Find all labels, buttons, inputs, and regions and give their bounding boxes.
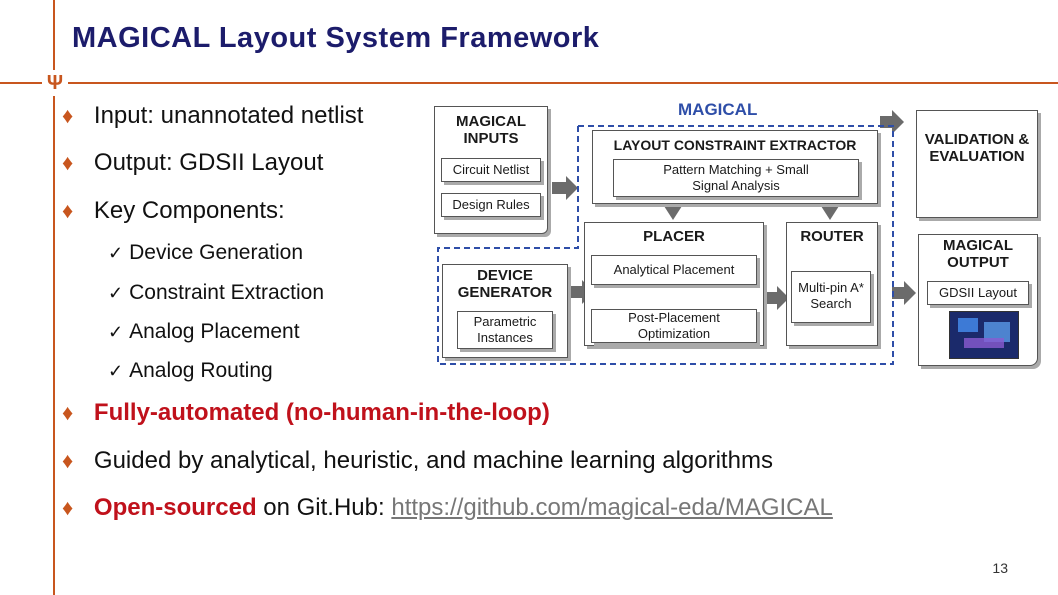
bullet-open-sourced: ♦ Open-sourced on Git.Hub: https://githu… (62, 494, 833, 522)
arrow-to-output (892, 281, 916, 305)
sub-bullet-text: Analog Placement (129, 320, 300, 343)
diamond-bullet-icon: ♦ (62, 198, 74, 223)
github-text: on Git.Hub: (256, 494, 392, 521)
sub-bullet-analog-placement: ✓Analog Placement (108, 320, 300, 344)
arrow-inputs-to-extractor (552, 176, 578, 200)
magical-label: MAGICAL (678, 100, 758, 119)
arrow-extractor-to-placer (664, 206, 682, 220)
arrow-placer-to-router (765, 286, 789, 310)
circuit-netlist-box: Circuit Netlist (441, 158, 541, 182)
checkmark-icon: ✓ (108, 361, 124, 381)
inputs-document: MAGICAL INPUTS Circuit Netlist Design Ru… (434, 106, 548, 234)
checkmark-icon: ✓ (108, 243, 124, 263)
bullet-text: Output: GDSII Layout (93, 149, 324, 176)
diamond-bullet-icon: ♦ (62, 448, 74, 473)
github-link[interactable]: https://github.com/magical-eda/MAGICAL (391, 494, 833, 521)
sub-bullet-text: Analog Routing (129, 359, 273, 382)
sub-bullet-text: Constraint Extraction (129, 281, 325, 304)
university-logo-icon: Ψ (42, 70, 68, 96)
bullet-guided: ♦ Guided by analytical, heuristic, and m… (62, 447, 773, 475)
constraint-extractor-title: LAYOUT CONSTRAINT EXTRACTOR (613, 137, 857, 153)
diamond-bullet-icon: ♦ (62, 150, 74, 175)
device-generator-document: DEVICE GENERATOR Parametric Instances (442, 264, 568, 358)
frame-vertical-line (53, 0, 55, 595)
parametric-instances-box: Parametric Instances (457, 311, 553, 349)
bullet-key-components: ♦ Key Components: (62, 197, 285, 225)
inputs-title: MAGICAL INPUTS (456, 113, 526, 148)
diamond-bullet-icon: ♦ (62, 103, 74, 128)
bullet-input: ♦ Input: unannotated netlist (62, 102, 363, 130)
page-number: 13 (992, 560, 1008, 576)
sub-bullet-analog-routing: ✓Analog Routing (108, 359, 273, 383)
analytical-placement-box: Analytical Placement (591, 255, 757, 285)
frame-horizontal-line (0, 82, 1058, 84)
bullet-output: ♦ Output: GDSII Layout (62, 149, 323, 177)
arrow-to-validation (880, 110, 904, 134)
diamond-bullet-icon: ♦ (62, 400, 74, 425)
router-box: ROUTER Multi-pin A* Search (786, 222, 878, 346)
slide-title: MAGICAL Layout System Framework (72, 22, 600, 54)
output-title: MAGICAL OUTPUT (943, 237, 1013, 272)
checkmark-icon: ✓ (108, 322, 124, 342)
validation-document: VALIDATION & EVALUATION (916, 110, 1038, 218)
sub-bullet-device-generation: ✓Device Generation (108, 241, 303, 265)
diamond-bullet-icon: ♦ (62, 495, 74, 520)
layout-thumbnail-image (949, 311, 1019, 359)
sub-bullet-text: Device Generation (129, 241, 304, 264)
gdsii-layout-box: GDSII Layout (927, 281, 1029, 305)
framework-diagram: MAGICAL MAGICAL INPUTS Circuit Netlist D… (428, 96, 1052, 382)
multipin-box: Multi-pin A* Search (791, 271, 871, 323)
constraint-extractor-box: LAYOUT CONSTRAINT EXTRACTOR Pattern Matc… (592, 130, 878, 204)
output-document: MAGICAL OUTPUT GDSII Layout (918, 234, 1038, 366)
bullet-text: Fully-automated (no-human-in-the-loop) (93, 399, 550, 426)
pattern-matching-box: Pattern Matching + Small Signal Analysis (613, 159, 859, 197)
bullet-text: Guided by analytical, heuristic, and mac… (93, 447, 773, 474)
bullet-text: Key Components: (93, 197, 285, 224)
placer-title: PLACER (643, 228, 705, 245)
bullet-fully-automated: ♦ Fully-automated (no-human-in-the-loop) (62, 399, 550, 427)
sub-bullet-constraint-extraction: ✓Constraint Extraction (108, 281, 324, 305)
router-title: ROUTER (800, 228, 864, 245)
validation-title: VALIDATION & EVALUATION (924, 131, 1030, 166)
placer-box: PLACER Analytical Placement Post-Placeme… (584, 222, 764, 346)
device-generator-title: DEVICE GENERATOR (457, 267, 553, 302)
design-rules-box: Design Rules (441, 193, 541, 217)
post-placement-box: Post-Placement Optimization (591, 309, 757, 343)
arrow-extractor-to-router (821, 206, 839, 220)
checkmark-icon: ✓ (108, 283, 124, 303)
bullet-text: Input: unannotated netlist (93, 102, 364, 129)
magical-boundary (437, 125, 894, 365)
open-sourced-text: Open-sourced (93, 494, 257, 521)
